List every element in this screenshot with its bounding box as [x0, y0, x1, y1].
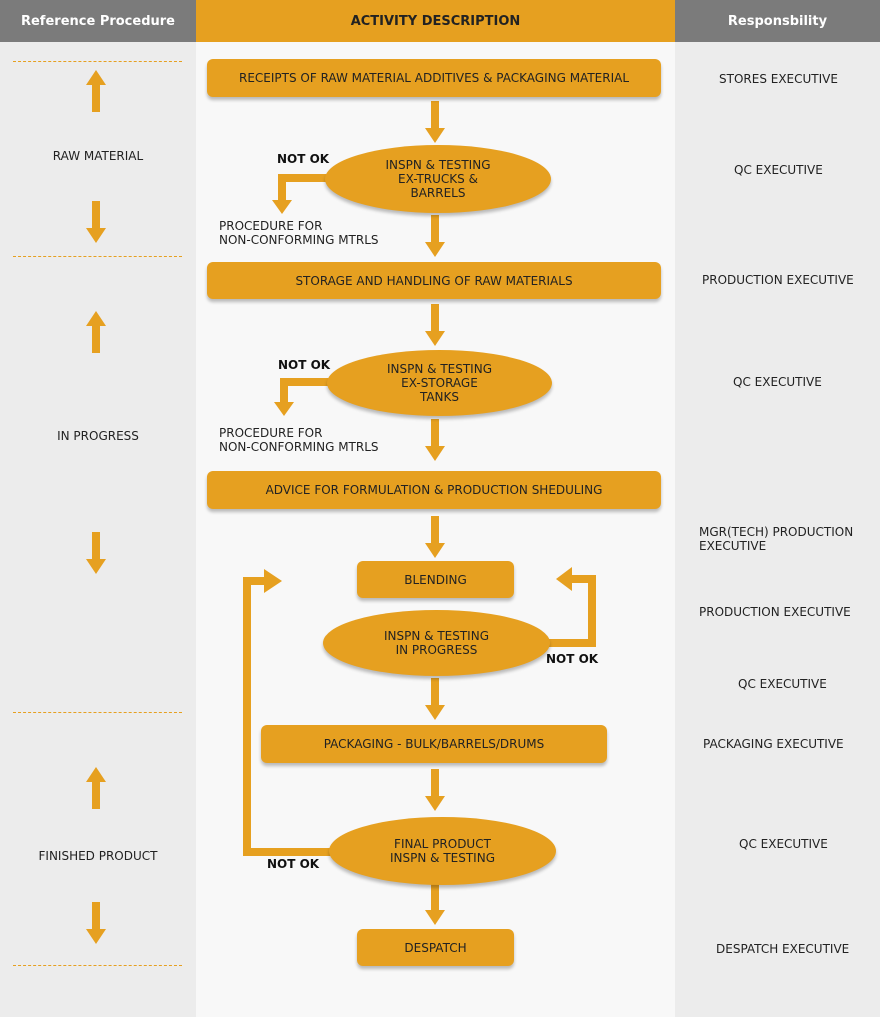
up-arrow-icon — [86, 311, 106, 353]
flow-down-arrow-icon — [425, 304, 445, 346]
responsibility-item: PRODUCTION EXECUTIVE — [699, 605, 851, 619]
phase-finished-product: FINISHED PRODUCT — [38, 849, 158, 863]
down-arrow-icon — [86, 532, 106, 574]
phase-divider — [13, 61, 182, 62]
responsibility-item: QC EXECUTIVE — [734, 163, 823, 177]
flow-down-arrow-icon — [425, 516, 445, 558]
activity-header: ACTIVITY DESCRIPTION — [196, 0, 675, 42]
activity-storage: STORAGE AND HANDLING OF RAW MATERIALS — [207, 262, 661, 299]
down-arrow-icon — [86, 902, 106, 944]
responsibility-item: PACKAGING EXECUTIVE — [703, 737, 844, 751]
phase-divider — [13, 965, 182, 966]
nonconforming-procedure-label: PROCEDURE FOR NON-CONFORMING MTRLS — [219, 219, 379, 247]
activity-receipts: RECEIPTS OF RAW MATERIAL ADDITIVES & PAC… — [207, 59, 661, 97]
responsibility-item: DESPATCH EXECUTIVE — [716, 942, 850, 956]
phase-divider — [13, 712, 182, 713]
reference-column — [0, 0, 196, 1017]
flow-down-arrow-icon — [425, 215, 445, 257]
responsibility-item: QC EXECUTIVE — [739, 837, 828, 851]
activity-advice: ADVICE FOR FORMULATION & PRODUCTION SHED… — [207, 471, 661, 509]
not-ok-label: NOT OK — [277, 152, 330, 166]
activity-final-inspection: FINAL PRODUCT INSPN & TESTING — [329, 817, 556, 885]
activity-inspection-progress: INSPN & TESTING IN PROGRESS — [323, 610, 550, 676]
responsibility-header: Responsbility — [675, 0, 880, 42]
nonconforming-procedure-label: PROCEDURE FOR NON-CONFORMING MTRLS — [219, 426, 379, 454]
responsibility-item: PRODUCTION EXECUTIVE — [702, 273, 854, 287]
flow-down-arrow-icon — [425, 419, 445, 461]
not-ok-label: NOT OK — [546, 652, 599, 666]
flow-down-arrow-icon — [425, 678, 445, 720]
activity-packaging: PACKAGING - BULK/BARRELS/DRUMS — [261, 725, 607, 763]
up-arrow-icon — [86, 767, 106, 809]
activity-blending: BLENDING — [357, 561, 514, 598]
responsibility-item: STORES EXECUTIVE — [719, 72, 838, 86]
up-arrow-icon — [86, 70, 106, 112]
down-arrow-icon — [86, 201, 106, 243]
not-ok-label: NOT OK — [278, 358, 331, 372]
activity-inspection-trucks: INSPN & TESTING EX-TRUCKS & BARRELS — [325, 145, 551, 213]
reference-header: Reference Procedure — [0, 0, 196, 42]
not-ok-label: NOT OK — [267, 857, 320, 871]
activity-despatch: DESPATCH — [357, 929, 514, 966]
activity-inspection-storage: INSPN & TESTING EX-STORAGE TANKS — [327, 350, 552, 416]
flow-down-arrow-icon — [425, 769, 445, 811]
responsibility-item: QC EXECUTIVE — [733, 375, 822, 389]
responsibility-column — [675, 0, 880, 1017]
flow-down-arrow-icon — [425, 883, 445, 925]
phase-in-progress: IN PROGRESS — [57, 429, 139, 443]
responsibility-item: MGR(TECH) PRODUCTION EXECUTIVE — [699, 525, 854, 553]
flow-down-arrow-icon — [425, 101, 445, 143]
responsibility-item: QC EXECUTIVE — [738, 677, 827, 691]
phase-divider — [13, 256, 182, 257]
phase-raw-material: RAW MATERIAL — [52, 149, 144, 163]
